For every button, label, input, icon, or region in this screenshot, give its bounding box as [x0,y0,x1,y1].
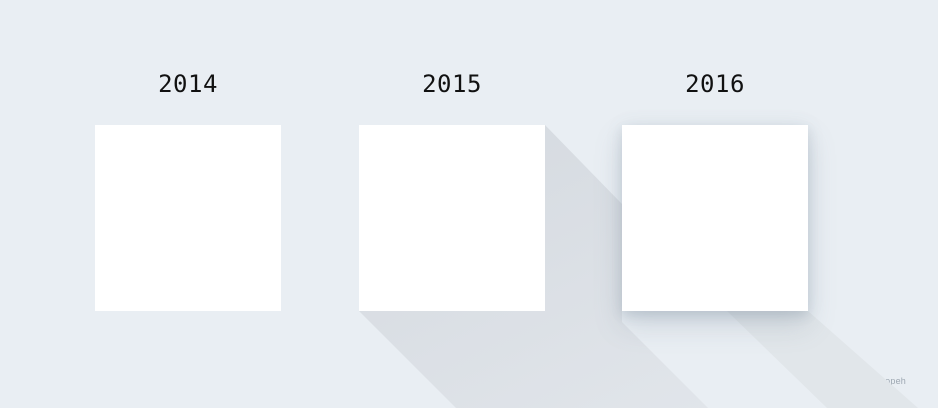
year-label-2015: 2015 [422,70,482,98]
long-shadow-2016 [727,311,918,408]
material-shadow-card-2016 [622,125,808,311]
author-credit: @chopeh [865,376,906,386]
year-label-2016: 2016 [685,70,745,98]
long-shadow-card-2015 [359,125,545,311]
year-label-2014: 2014 [158,70,218,98]
flat-card-2014 [95,125,281,311]
